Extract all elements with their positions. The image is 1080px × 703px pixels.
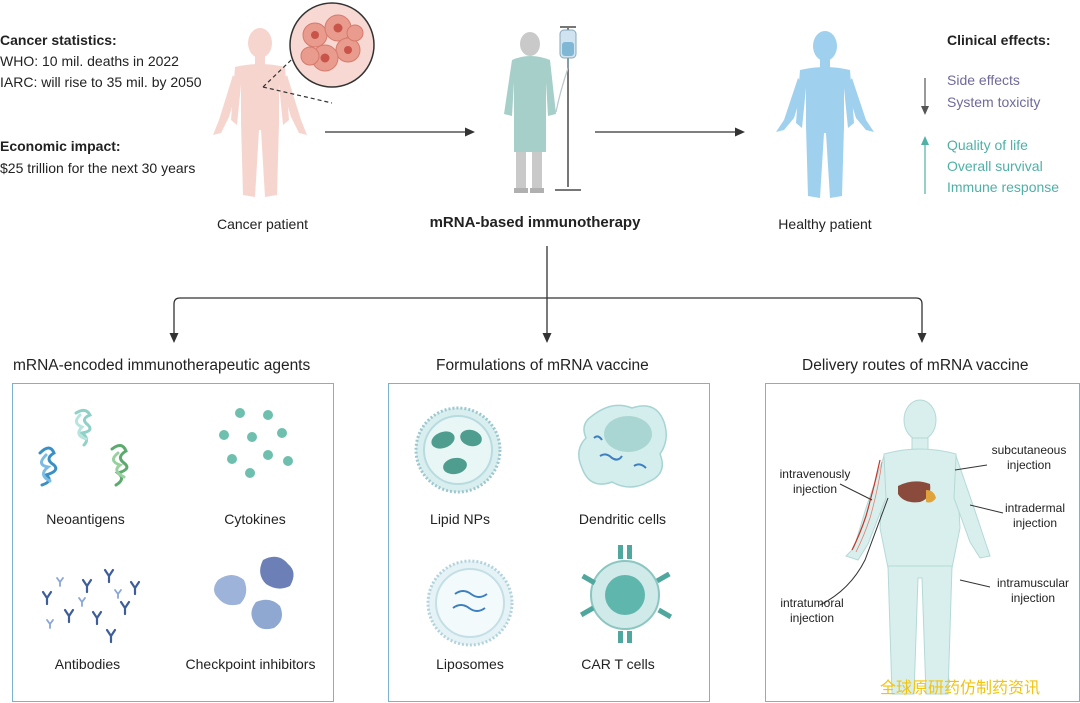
route-intravenous: intravenously injection bbox=[779, 467, 851, 496]
patient-with-iv-figure bbox=[504, 26, 581, 193]
effect-quality-of-life: Quality of life bbox=[947, 137, 1028, 153]
antibodies-icon bbox=[41, 568, 141, 644]
arrow-to-healthy bbox=[595, 127, 745, 137]
cancer-stats-heading: Cancer statistics: bbox=[0, 32, 117, 48]
formulation-car-t-cells: CAR T cells bbox=[581, 656, 655, 672]
liposome-icon bbox=[426, 559, 514, 647]
economic-value: $25 trillion for the next 30 years bbox=[0, 160, 196, 176]
formulations-box bbox=[388, 383, 710, 702]
formulation-dendritic-cells: Dendritic cells bbox=[578, 511, 667, 527]
agent-checkpoint-inhibitors: Checkpoint inhibitors bbox=[185, 656, 316, 672]
formulations-section-title: Formulations of mRNA vaccine bbox=[436, 357, 649, 374]
route-intradermal: intradermal injection bbox=[1004, 501, 1066, 530]
tumor-cells-zoom bbox=[262, 2, 375, 104]
increase-arrow-icon bbox=[921, 136, 929, 194]
iarc-stat: IARC: will rise to 35 mil. by 2050 bbox=[0, 74, 202, 90]
dendritic-cell-icon bbox=[578, 404, 667, 488]
who-stat: WHO: 10 mil. deaths in 2022 bbox=[0, 53, 179, 69]
car-t-cell-icon bbox=[579, 545, 673, 643]
agents-section-title: mRNA-encoded immunotherapeutic agents bbox=[13, 357, 311, 374]
route-intramuscular: intramuscular injection bbox=[996, 576, 1070, 605]
formulation-liposomes: Liposomes bbox=[436, 656, 504, 672]
route-intratumoral: intratumoral injection bbox=[780, 596, 844, 625]
cancer-patient-figure bbox=[213, 28, 307, 197]
checkpoint-inhibitors-icon bbox=[214, 556, 294, 630]
routes-section-title: Delivery routes of mRNA vaccine bbox=[802, 357, 1029, 374]
effect-immune-response: Immune response bbox=[947, 179, 1060, 195]
cytokines-icon bbox=[219, 408, 293, 478]
route-subcutaneous: subcutaneous injection bbox=[991, 443, 1067, 472]
therapy-label: mRNA-based immunotherapy bbox=[429, 214, 641, 231]
arrow-to-therapy bbox=[325, 127, 475, 137]
effect-side-effects: Side effects bbox=[947, 72, 1020, 88]
lipid-np-icon bbox=[414, 406, 502, 494]
agent-neoantigens: Neoantigens bbox=[46, 511, 125, 527]
economic-heading: Economic impact: bbox=[0, 138, 121, 154]
decrease-arrow-icon bbox=[921, 78, 929, 115]
cancer-patient-label: Cancer patient bbox=[216, 216, 309, 232]
clinical-effects-heading: Clinical effects: bbox=[947, 32, 1051, 48]
healthy-patient-label: Healthy patient bbox=[778, 216, 872, 232]
agent-antibodies: Antibodies bbox=[54, 656, 121, 672]
agents-box bbox=[12, 383, 334, 702]
agent-cytokines: Cytokines bbox=[224, 511, 286, 527]
effect-system-toxicity: System toxicity bbox=[947, 94, 1041, 110]
healthy-patient-figure bbox=[776, 31, 874, 198]
formulation-lipid-nps: Lipid NPs bbox=[430, 511, 490, 527]
watermark-text: 全球原研药仿制药资讯 bbox=[880, 678, 1041, 697]
neoantigens-icon bbox=[38, 408, 129, 487]
effect-overall-survival: Overall survival bbox=[947, 158, 1043, 174]
delivery-body-figure bbox=[845, 399, 991, 695]
